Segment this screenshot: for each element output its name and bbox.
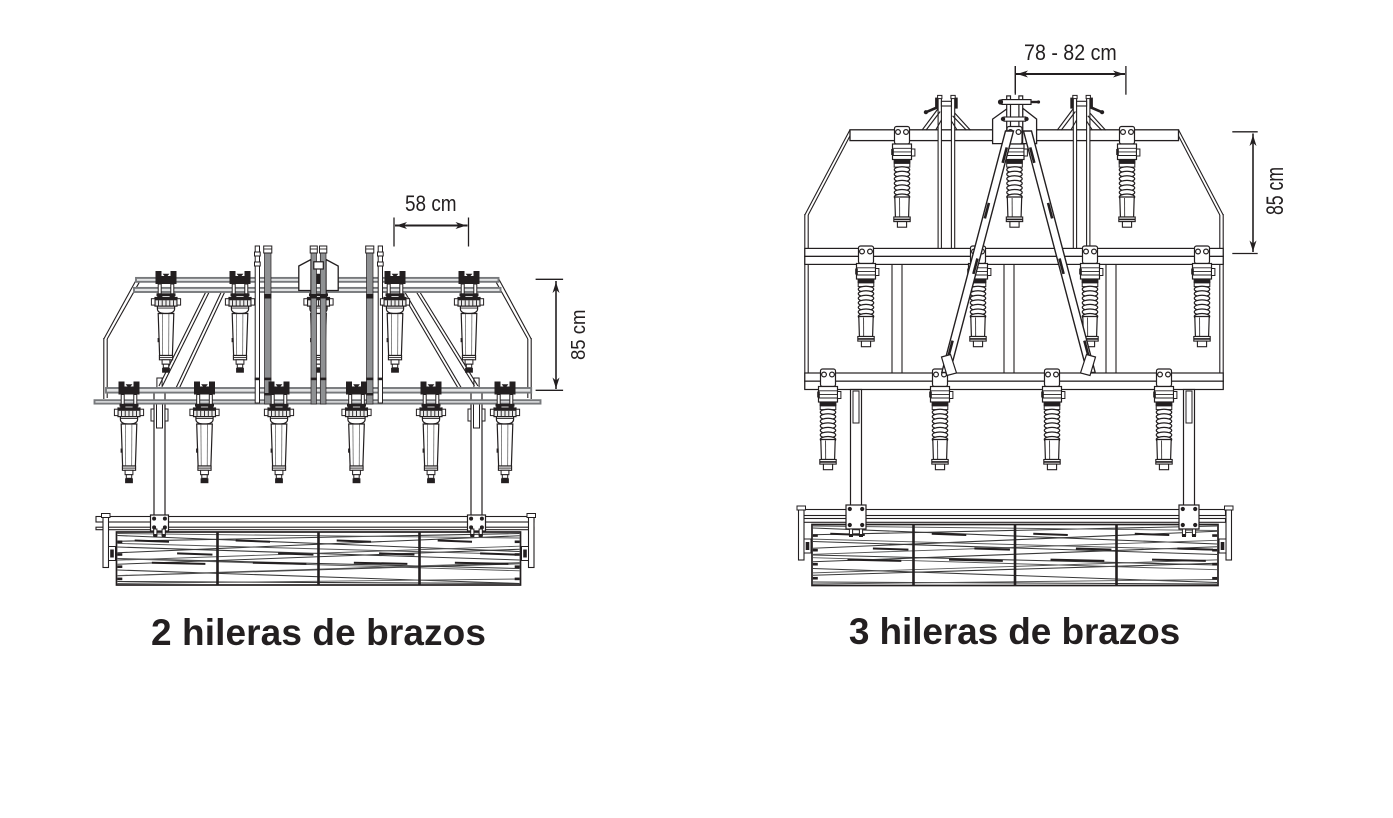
svg-text:58 cm: 58 cm — [405, 191, 457, 216]
svg-text:78 - 82 cm: 78 - 82 cm — [1024, 40, 1117, 65]
svg-text:85 cm: 85 cm — [567, 310, 590, 361]
svg-text:3 hileras de brazos: 3 hileras de brazos — [849, 611, 1180, 652]
svg-text:85 cm: 85 cm — [1262, 167, 1289, 215]
svg-text:2 hileras de brazos: 2 hileras de brazos — [151, 612, 486, 653]
